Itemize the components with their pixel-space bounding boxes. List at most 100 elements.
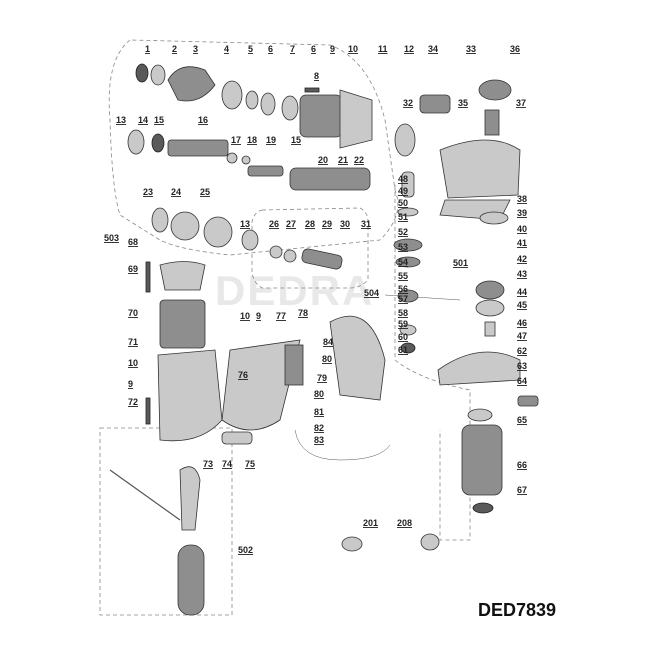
- part-29-piston-shape: [301, 248, 343, 270]
- part-60-washer-shape: [399, 324, 417, 336]
- part-label-p17: 17: [231, 135, 241, 145]
- part-25-spring-shape: [203, 216, 233, 248]
- part-33-lever-shape: [419, 94, 451, 114]
- part-label-p30: 30: [340, 219, 350, 229]
- part-12-gasket-shape: [339, 89, 373, 149]
- part-label-p53: 53: [398, 242, 408, 252]
- part-13b-ring-shape: [241, 229, 259, 251]
- part-23-ring-shape: [151, 207, 169, 233]
- group-outline-503: [108, 39, 399, 256]
- part-label-p14: 14: [138, 115, 148, 125]
- part-52-gear-shape: [393, 238, 423, 252]
- part-label-p9b: 9: [256, 311, 261, 321]
- part-label-p43: 43: [517, 269, 527, 279]
- part-label-p21: 21: [338, 155, 348, 165]
- part-label-p29: 29: [322, 219, 332, 229]
- part-5-washer-shape: [245, 90, 259, 110]
- part-label-p33: 33: [466, 44, 476, 54]
- part-label-p54: 54: [398, 257, 408, 267]
- part-84-cover-shape: [329, 315, 386, 401]
- part-36-knob-shape: [478, 79, 512, 101]
- part-label-p55: 55: [398, 271, 408, 281]
- part-69-screw-shape: [145, 261, 151, 293]
- part-label-p11: 11: [378, 44, 388, 54]
- part-label-p27: 27: [286, 219, 296, 229]
- part-label-p19: 19: [266, 135, 276, 145]
- part-label-p3: 3: [193, 44, 198, 54]
- part-16-spindle-shape: [167, 139, 229, 157]
- part-71-housing-shape: [157, 349, 223, 442]
- part-label-p61: 61: [398, 345, 408, 355]
- part-3-cap-shape: [167, 66, 216, 102]
- part-label-p58: 58: [398, 308, 408, 318]
- part-24-spring-shape: [170, 211, 200, 241]
- part-26-ring-shape: [269, 245, 283, 259]
- part-label-p13b: 13: [240, 219, 250, 229]
- grip-shape: [177, 544, 205, 616]
- part-label-p71: 71: [128, 337, 138, 347]
- part-label-p70: 70: [128, 308, 138, 318]
- part-label-p10b: 10: [240, 311, 250, 321]
- part-label-p23: 23: [143, 187, 153, 197]
- part-label-p13a: 13: [116, 115, 126, 125]
- part-label-p9c: 9: [128, 379, 133, 389]
- part-label-p56: 56: [398, 284, 408, 294]
- part-46-sleeve-shape: [484, 321, 496, 337]
- clamp-band-shape: [179, 466, 201, 531]
- part-label-p80b: 80: [314, 389, 324, 399]
- part-48-sleeve-shape: [401, 171, 415, 198]
- part-label-p32: 32: [403, 98, 413, 108]
- part-83-cable-shape: [294, 429, 391, 461]
- part-14-ring-shape: [151, 133, 165, 153]
- part-27-ring-shape: [283, 249, 297, 263]
- part-18-ring-shape: [241, 155, 251, 165]
- part-label-p5: 5: [248, 44, 253, 54]
- part-label-p83: 83: [314, 435, 324, 445]
- model-code: DED7839: [478, 600, 557, 620]
- part-label-p64: 64: [517, 376, 527, 386]
- part-50-washer-shape: [397, 207, 419, 217]
- part-20-cylinder-shape: [289, 167, 371, 191]
- part-67-bearing-shape: [472, 502, 494, 514]
- part-63-base-shape: [437, 351, 521, 386]
- part-8-screw-shape: [304, 87, 320, 93]
- part-label-p208: 208: [397, 518, 412, 528]
- part-label-p62: 62: [517, 346, 527, 356]
- part-4-spring-shape: [221, 80, 243, 110]
- part-11-cylinder-shape: [299, 94, 343, 138]
- spindle-group: [127, 129, 371, 191]
- part-2-ring-shape: [150, 64, 166, 86]
- part-76-handle-shape: [221, 339, 301, 431]
- part-label-p31: 31: [361, 219, 371, 229]
- part-79-switch-shape: [284, 344, 304, 386]
- part-label-p76: 76: [238, 370, 248, 380]
- spring-group: [151, 207, 343, 270]
- part-61-bearing-shape: [400, 342, 416, 354]
- gear-stack-group: [393, 171, 423, 354]
- part-45-bearing-shape: [475, 299, 505, 317]
- part-label-p49: 49: [398, 186, 408, 196]
- part-7-ring-shape: [281, 95, 299, 121]
- part-label-p84: 84: [323, 337, 333, 347]
- part-label-p57: 57: [398, 294, 408, 304]
- part-label-p59: 59: [398, 319, 408, 329]
- part-64-switch-shape: [517, 395, 539, 407]
- part-37-pin-shape: [484, 109, 500, 136]
- part-label-p75: 75: [245, 459, 255, 469]
- aux-handle-group: [109, 466, 205, 616]
- front-cap-group: [135, 63, 373, 149]
- part-label-p22: 22: [354, 155, 364, 165]
- part-label-p82: 82: [314, 423, 324, 433]
- part-label-p18: 18: [247, 135, 257, 145]
- part-label-p201: 201: [363, 518, 378, 528]
- part-label-p37: 37: [516, 98, 526, 108]
- part-label-p501: 501: [453, 258, 468, 268]
- part-65-bearing-shape: [467, 408, 493, 422]
- part-208-shape: [420, 533, 440, 551]
- part-label-p2: 2: [172, 44, 177, 54]
- part-label-p73: 73: [203, 459, 213, 469]
- part-label-p16: 16: [198, 115, 208, 125]
